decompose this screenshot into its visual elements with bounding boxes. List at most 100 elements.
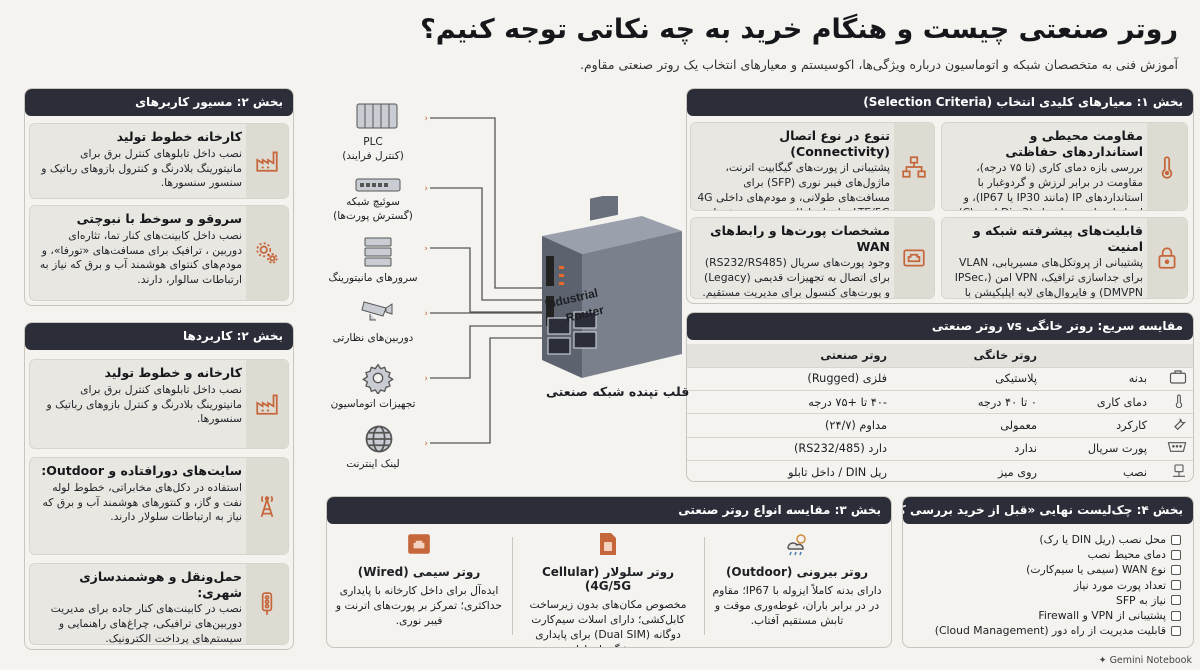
type-title: روتر سیمی (Wired) — [357, 565, 481, 579]
connection-lines: ‹‹‹ ‹‹‹ — [424, 114, 545, 449]
checkbox[interactable] — [1171, 534, 1181, 545]
weather-icon — [709, 531, 885, 557]
sparkle-icon: ✦ — [1098, 655, 1107, 666]
ethernet-port-icon — [894, 218, 934, 298]
compare-panel: مقایسه سریع: روتر خانگی vs روتر صنعتی رو… — [686, 312, 1194, 482]
checklist-item[interactable]: قابلیت مدیریت از راه دور (Cloud Manageme… — [909, 623, 1181, 638]
type-title: روتر سلولار (Cellular 4G/5G) — [541, 565, 675, 593]
row-label: پورت سریال — [1043, 437, 1153, 461]
server-icon — [362, 236, 394, 272]
checklist-item[interactable]: پشتیبانی از VPN و Firewall — [909, 608, 1181, 623]
checklist-item[interactable]: تعداد پورت مورد نیاز — [909, 578, 1181, 593]
device-label: دوربین‌های نظارتی — [332, 332, 414, 344]
row-home: ۰ تا ۴۰ درجه — [893, 390, 1043, 415]
svg-text:‹: ‹ — [424, 309, 428, 319]
criteria-card-title: تنوع در نوع اتصال (Connectivity) — [779, 128, 890, 159]
application-text: نصب داخل تابلوهای کنترل برق برای مانیتور… — [46, 382, 242, 426]
divider — [704, 537, 705, 635]
type-title: روتر بیرونی (Outdoor) — [725, 565, 869, 579]
criteria-card-connectivity: تنوع در نوع اتصال (Connectivity) پشتیبان… — [690, 122, 935, 211]
checklist-header: بخش ۴: چک‌لیست نهایی «قبل از خرید بررسی … — [903, 497, 1193, 524]
router-caption: قلب تپنده شبکه صنعتی — [546, 384, 690, 399]
checklist-item[interactable]: نیاز به SFP — [909, 593, 1181, 608]
scenario-text: نصب داخل کابینت‌های کنار تما، تثاره‌ای د… — [39, 228, 242, 287]
criteria-header: بخش ۱: معیارهای کلیدی انتخاب (Selection … — [687, 89, 1193, 116]
checklist-item[interactable]: دمای محیط نصب — [909, 547, 1181, 562]
scenario-text: نصب داخل تابلوهای کنترل برق برای مانیتور… — [41, 146, 242, 190]
row-label: بدنه — [1043, 367, 1153, 392]
col-home: روتر خانگی — [893, 344, 1043, 368]
table-row: پورت سریال ندارد دارد (RS232/485) — [687, 437, 1193, 461]
svg-text:‹: ‹ — [424, 374, 428, 384]
factory-icon — [246, 360, 288, 448]
col-industrial: روتر صنعتی — [687, 344, 893, 368]
compare-header: مقایسه سریع: روتر خانگی vs روتر صنعتی — [687, 313, 1193, 340]
applications-header: بخش ۲: کاربردها — [25, 323, 293, 350]
industrial-router-icon: Industrial Router — [542, 196, 682, 378]
row-label: دمای کاری — [1043, 390, 1153, 415]
thermometer-icon — [1147, 123, 1187, 210]
checkbox[interactable] — [1171, 625, 1181, 636]
type-text: مخصوص مکان‌های بدون زیرساخت کابل‌کشی؛ دا… — [529, 598, 687, 647]
network-icon — [894, 123, 934, 210]
criteria-card-text: بررسی بازه دمای کاری (تا ۷۵ درجه)، مقاوم… — [955, 161, 1143, 210]
checklist-item[interactable]: نوع WAN (سیمی یا سیم‌کارت) — [909, 562, 1181, 577]
scenario-title: سروقو و سوخط با نبوچتی — [76, 211, 242, 226]
compare-table: روتر خانگی روتر صنعتی بدنه پلاستیکی فلزی… — [687, 344, 1193, 481]
page-title: روتر صنعتی چیست و هنگام خرید به چه نکاتی… — [420, 14, 1178, 45]
table-row: دمای کاری ۰ تا ۴۰ درجه -۴۰ تا +۷۵ درجه — [687, 390, 1193, 415]
criteria-card-text: وجود پورت‌های سریال (RS232/RS485) برای ا… — [702, 256, 890, 299]
scenario-title: کارخانه خطوط تولید — [116, 129, 242, 144]
device-label: تجهیزات اتوماسیون — [330, 398, 416, 410]
checkbox[interactable] — [1171, 595, 1181, 606]
application-card: سایت‌های دورافتاده و Outdoor: استفاده در… — [29, 457, 289, 555]
application-title: سایت‌های دورافتاده و Outdoor: — [41, 463, 242, 478]
type-wired: روتر سیمی (Wired) ایده‌آل برای داخل کارخ… — [331, 531, 507, 641]
criteria-card-text: پشتیبانی از پورت‌های گیگابیت اترنت، ماژو… — [697, 161, 890, 210]
table-header-row: روتر خانگی روتر صنعتی — [687, 344, 1193, 368]
application-card: حمل‌ونقل و هوشمندسازی شهری: نصب در کابین… — [29, 563, 289, 645]
brand-label: Gemini Notebook — [1109, 655, 1192, 666]
page-subtitle: آموزش فنی به متخصصان شبکه و اتوماسیون در… — [579, 57, 1178, 72]
gears-icon — [246, 206, 288, 300]
types-panel: بخش ۳: مقایسه انواع روتر صنعتی روتر بیرو… — [326, 496, 892, 648]
checkbox[interactable] — [1171, 549, 1181, 560]
svg-text:‹: ‹ — [424, 184, 428, 194]
table-row: نصب روی میز ریل DIN / داخل تابلو — [687, 460, 1193, 481]
table-row: کارکرد معمولی مداوم (۲۴/۷) — [687, 413, 1193, 438]
footer-brand: ✦ Gemini Notebook — [1099, 655, 1192, 666]
serial-port-icon — [1153, 437, 1193, 461]
svg-text:‹: ‹ — [424, 244, 428, 254]
checkbox[interactable] — [1171, 580, 1181, 591]
application-text: نصب در کابینت‌های کنار جاده برای مدیریت … — [50, 602, 242, 645]
criteria-card-security: قابلیت‌های پیشرفته شبکه و امنیت پشتیبانی… — [941, 217, 1188, 299]
tower-icon — [246, 458, 288, 554]
applications-panel: بخش ۲: کاربردها کارخانه و خطوط تولید نصب… — [24, 322, 294, 650]
row-industrial: مداوم (۲۴/۷) — [687, 413, 893, 438]
criteria-card-title: مقاومت محیطی و استانداردهای حفاظتی — [1005, 128, 1143, 159]
application-text: استفاده در دکل‌های مخابراتی، خطوط لوله ن… — [42, 480, 242, 524]
types-header: بخش ۳: مقایسه انواع روتر صنعتی — [327, 497, 891, 524]
camera-icon — [360, 296, 396, 328]
device-label: سرورهای مانیتورینگ — [328, 272, 418, 284]
type-text: ایده‌آل برای داخل کارخانه با پایداری حدا… — [335, 584, 503, 628]
checklist-panel: بخش ۴: چک‌لیست نهایی «قبل از خرید بررسی … — [902, 496, 1194, 648]
criteria-panel: بخش ۱: معیارهای کلیدی انتخاب (Selection … — [686, 88, 1194, 304]
checklist-item[interactable]: محل نصب (ریل DIN یا رک) — [909, 532, 1181, 547]
type-text: دارای بدنه کاملاً ایزوله با IP67؛ مقاوم … — [712, 584, 882, 628]
type-outdoor: روتر بیرونی (Outdoor) دارای بدنه کاملاً … — [709, 531, 885, 641]
row-industrial: فلزی (Rugged) — [687, 367, 893, 392]
application-card: کارخانه و خطوط تولید نصب داخل تابلوهای ک… — [29, 359, 289, 449]
table-row: بدنه پلاستیکی فلزی (Rugged) — [687, 367, 1193, 392]
scenarios-header: بخش ۲: مسیور کاربرهای — [25, 89, 293, 116]
gear-icon — [362, 362, 394, 398]
row-industrial: -۴۰ تا +۷۵ درجه — [687, 390, 893, 415]
checkbox[interactable] — [1171, 565, 1181, 575]
criteria-card-title: قابلیت‌های پیشرفته شبکه و امنیت — [972, 223, 1143, 254]
wrench-icon — [1153, 413, 1193, 438]
row-home: معمولی — [893, 413, 1043, 438]
checkbox[interactable] — [1171, 610, 1181, 621]
traffic-light-icon — [246, 564, 288, 644]
sim-card-icon — [517, 531, 699, 557]
type-cellular: روتر سلولار (Cellular 4G/5G) مخصوص مکان‌… — [517, 531, 699, 647]
